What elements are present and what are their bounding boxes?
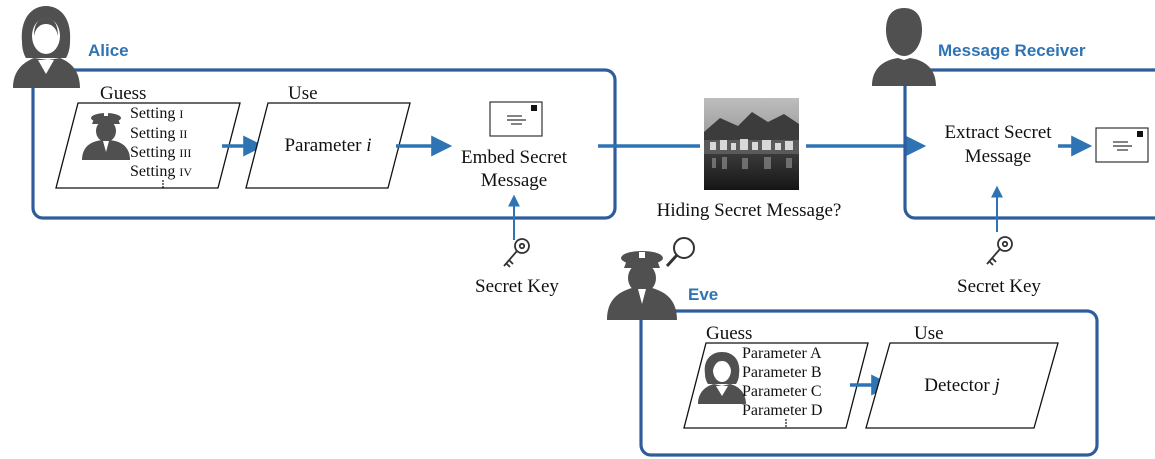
- envelope-icon: [489, 101, 543, 137]
- receiver-secret-key-label: Secret Key: [957, 276, 1041, 297]
- alice-secret-key: Secret Key: [475, 194, 559, 297]
- magnifying-glass-icon: [665, 237, 695, 268]
- receiver-secret-key: Secret Key: [957, 185, 1041, 297]
- setting-item-2: Setting II: [130, 125, 187, 142]
- receiver-name: Message Receiver: [938, 41, 1086, 60]
- parameter-item-a: Parameter A: [742, 345, 822, 362]
- setting-item-3: Setting III: [130, 144, 191, 161]
- woman-user-icon: [13, 6, 80, 88]
- alice-frame: [31, 68, 617, 220]
- detector-label: Detector j: [924, 375, 999, 396]
- eve-section: Eve Guess Use Parameter A Parameter B Pa…: [607, 237, 1099, 457]
- eve-detector-box: [865, 342, 1059, 429]
- alice-use-label: Use: [288, 83, 318, 104]
- parameter-item-b: Parameter B: [742, 364, 822, 381]
- receiver-frame: [903, 68, 1155, 220]
- more-parameters-ellipsis: [785, 419, 787, 427]
- alice-parameter-box: [245, 102, 411, 189]
- police-officer-icon: [82, 112, 130, 160]
- alice-section: Alice Guess Use Setting I Setting II Set…: [13, 6, 617, 220]
- parameter-item-c: Parameter C: [742, 383, 822, 400]
- parameter-item-d: Parameter D: [742, 402, 822, 419]
- eve-name: Eve: [688, 285, 718, 304]
- police-officer-icon: [607, 251, 677, 320]
- receiver-section: Message Receiver Extract Secret Message: [872, 8, 1155, 220]
- harbor-photo: [704, 98, 799, 190]
- embed-line-1: Embed Secret: [461, 147, 568, 168]
- man-user-icon: [872, 8, 936, 86]
- more-settings-ellipsis: [162, 180, 164, 188]
- embed-line-2: Message: [481, 170, 547, 191]
- alice-parameter-label: Parameter i: [284, 135, 371, 156]
- eve-guess-label: Guess: [706, 323, 752, 344]
- envelope-icon: [1095, 127, 1149, 163]
- alice-settings-list: Setting I Setting II Setting III Setting…: [130, 105, 192, 188]
- key-icon: [986, 236, 1013, 266]
- setting-item-4: Setting IV: [130, 163, 192, 180]
- alice-name: Alice: [88, 41, 129, 60]
- alice-secret-key-label: Secret Key: [475, 276, 559, 297]
- eve-use-label: Use: [914, 323, 944, 344]
- eve-parameters-list: Parameter A Parameter B Parameter C Para…: [742, 345, 822, 427]
- woman-user-icon: [698, 352, 746, 404]
- extract-line-2: Message: [965, 146, 1031, 167]
- channel-caption: Hiding Secret Message?: [657, 200, 842, 221]
- eve-frame: [639, 309, 1099, 457]
- extract-line-1: Extract Secret: [944, 122, 1052, 143]
- alice-guess-label: Guess: [100, 83, 146, 104]
- setting-item-1: Setting I: [130, 105, 183, 122]
- key-icon: [503, 238, 530, 268]
